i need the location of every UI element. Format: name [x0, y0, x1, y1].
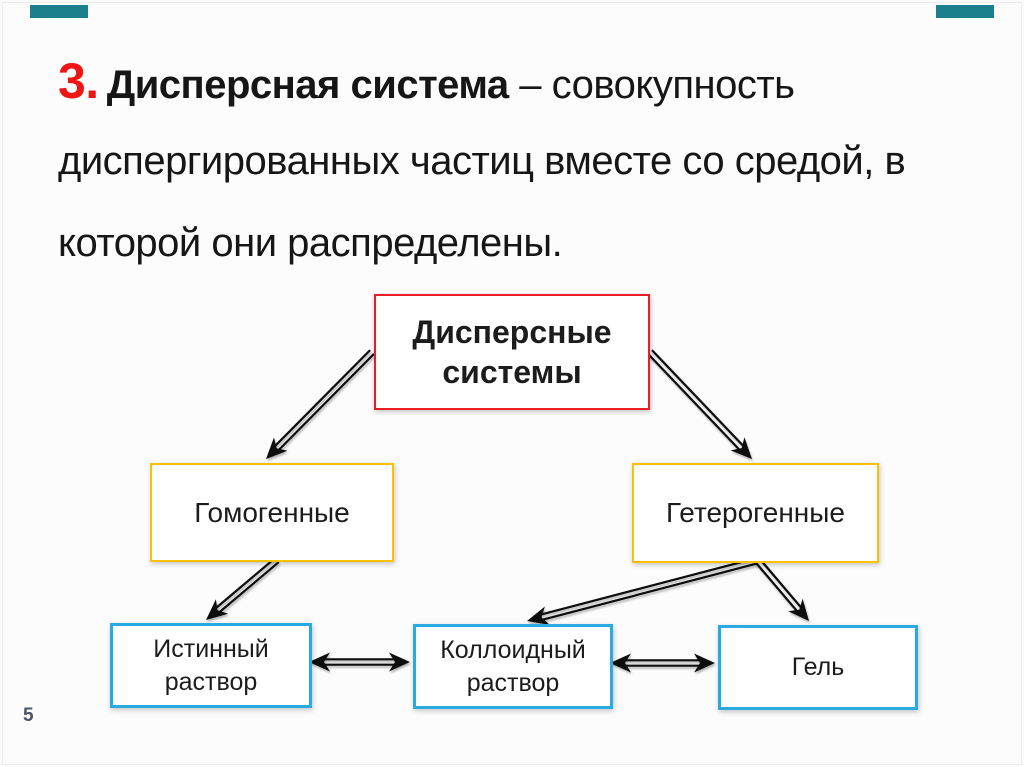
node-heterogeneous: Гетерогенные: [632, 463, 879, 563]
node-homogeneous-label: Гомогенные: [194, 496, 350, 528]
node-gel: Гель: [718, 625, 918, 710]
node-true-solution: Истинный раствор: [110, 623, 312, 708]
node-colloid-solution: Коллоидный раствор: [413, 624, 613, 709]
arrow-root-to-heterogeneous: [647, 349, 752, 459]
title-line-2: диспергированных частиц вместе со средой…: [58, 139, 906, 183]
title-line-1-rest: – совокупность: [508, 63, 795, 107]
arrow-root-to-homogeneous: [266, 349, 375, 459]
arrow-homogeneous-to-true-solution: [206, 557, 280, 620]
title-line-3: которой они распределены.: [58, 221, 563, 265]
arrow-colloid-gel: [610, 653, 715, 673]
teal-accent-bar-left: [30, 5, 88, 18]
node-true-solution-label: Истинный раствор: [153, 635, 269, 696]
node-gel-label: Гель: [791, 653, 845, 682]
node-dispersed-systems-label: Дисперсные системы: [412, 314, 612, 390]
title-number: 3.: [58, 53, 99, 109]
node-homogeneous: Гомогенные: [150, 463, 394, 562]
teal-accent-bar-right: [936, 5, 994, 18]
node-dispersed-systems: Дисперсные системы: [374, 294, 650, 410]
title-line-1: 3.Дисперсная система – совокупность: [58, 52, 988, 110]
arrow-true-solution-colloid: [309, 652, 410, 672]
title-term: Дисперсная система: [106, 63, 509, 107]
arrow-heterogeneous-to-colloid: [527, 557, 757, 625]
node-colloid-solution-label: Коллоидный раствор: [440, 636, 586, 697]
node-heterogeneous-label: Гетерогенные: [666, 497, 845, 528]
arrow-heterogeneous-to-gel: [755, 558, 809, 621]
page-number: 5: [23, 705, 34, 726]
